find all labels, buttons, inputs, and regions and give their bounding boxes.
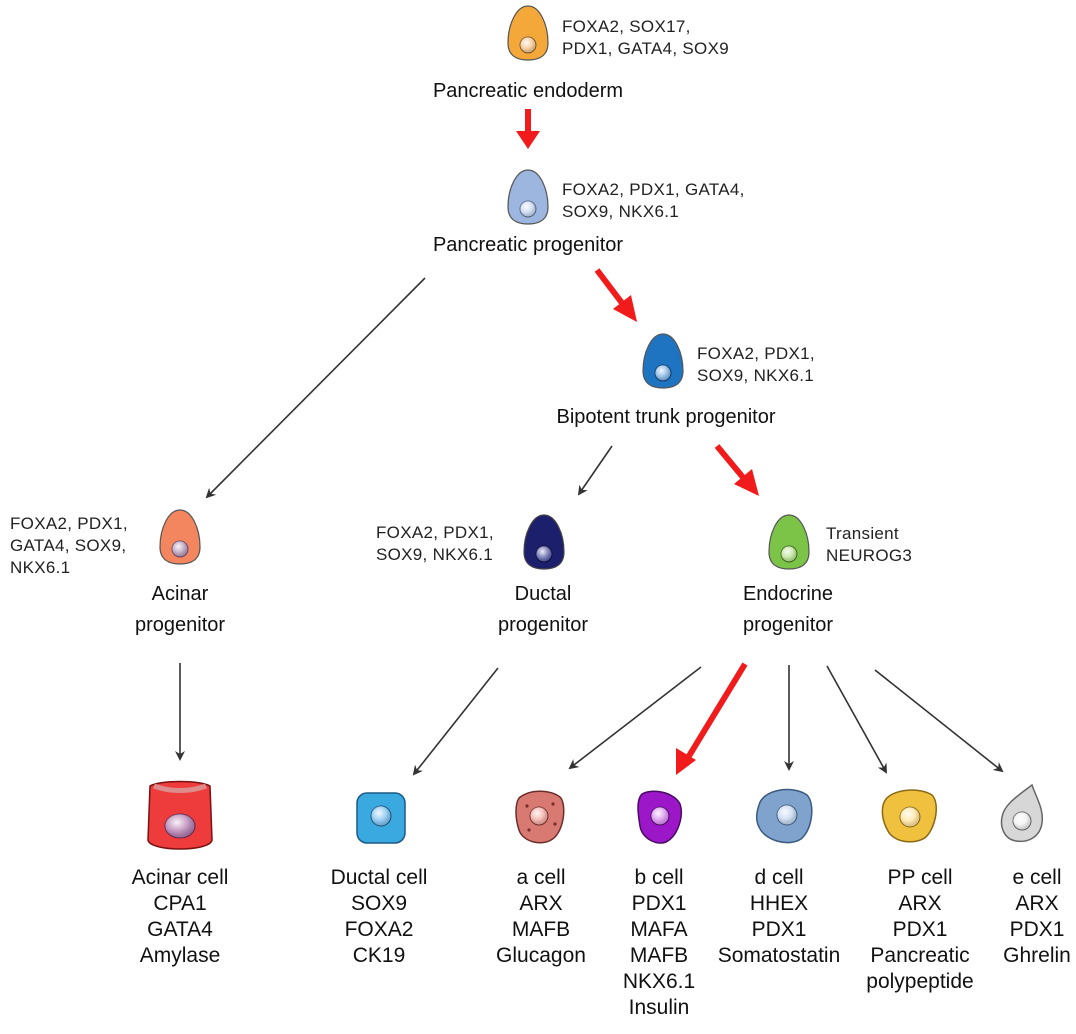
cell-marker: ARX bbox=[898, 892, 942, 915]
arrows bbox=[175, 109, 1004, 776]
arrow-bipotent-to-ductal bbox=[577, 445, 613, 496]
cell-marker: HHEX bbox=[749, 892, 809, 915]
pancreatic-progenitor-title: Pancreatic progenitor bbox=[432, 234, 624, 256]
cell-marker: FOXA2 bbox=[344, 918, 414, 941]
endocrine-progenitor-markers: Transient NEUROG3 bbox=[826, 524, 913, 565]
arrow-endocrine-to-epsilon bbox=[874, 669, 1004, 773]
cell-acinar-progenitor-icon bbox=[159, 509, 201, 565]
cell-marker: PDX1 bbox=[631, 892, 687, 915]
bipotent-markers: FOXA2, PDX1, SOX9, NKX6.1 bbox=[697, 344, 815, 385]
cell-marker: Glucagon bbox=[496, 944, 586, 967]
bipotent-title: Bipotent trunk progenitor bbox=[556, 406, 776, 428]
epsilon-cell-icon bbox=[1000, 783, 1044, 843]
ductal-cell-icon bbox=[356, 792, 406, 844]
pancreatic-progenitor-markers: FOXA2, PDX1, GATA4, SOX9, NKX6.1 bbox=[562, 180, 745, 221]
cell-ductal-progenitor-icon bbox=[523, 514, 565, 570]
red-arrow-progenitor-to-bipotent bbox=[594, 268, 637, 322]
acinar-progenitor-markers: FOXA2, PDX1, GATA4, SOX9, NKX6.1 bbox=[10, 514, 128, 577]
cell-name: Ductal cell bbox=[330, 866, 428, 889]
cell-marker: GATA4 bbox=[147, 918, 213, 941]
cell-name: Acinar cell bbox=[131, 866, 229, 889]
cell-endocrine-progenitor-icon bbox=[768, 514, 810, 570]
cell-marker: CK19 bbox=[352, 944, 406, 967]
cell-pancreatic-progenitor-icon bbox=[507, 169, 549, 225]
cell-endoderm-icon bbox=[507, 5, 549, 61]
cell-marker: Pancreatic bbox=[870, 944, 970, 967]
cell-marker: polypeptide bbox=[866, 970, 974, 993]
cell-marker: PDX1 bbox=[1009, 918, 1065, 941]
cell-marker: Amylase bbox=[139, 944, 221, 967]
alpha-cell-icon bbox=[515, 790, 565, 844]
endocrine-progenitor-title: Endocrine progenitor bbox=[742, 583, 834, 636]
cell-marker: SOX9 bbox=[350, 892, 408, 915]
cell-name: e cell bbox=[1012, 866, 1062, 889]
cell-name: b cell bbox=[634, 866, 684, 889]
cell-marker: NKX6.1 bbox=[622, 970, 696, 993]
cell-marker: PDX1 bbox=[892, 918, 948, 941]
acinar-cell-icon bbox=[147, 780, 213, 850]
beta-cell-icon bbox=[637, 790, 682, 844]
endoderm-markers: FOXA2, SOX17, PDX1, GATA4, SOX9 bbox=[562, 17, 729, 58]
cell-bipotent-icon bbox=[642, 333, 684, 389]
arrow-ductal-to-ductal-cell bbox=[412, 667, 499, 776]
arrow-endocrine-to-alpha bbox=[568, 666, 702, 770]
cell-name: a cell bbox=[516, 866, 566, 889]
ductal-progenitor-title: Ductal progenitor bbox=[497, 583, 589, 636]
arrow-endocrine-to-pp bbox=[826, 665, 887, 774]
acinar-progenitor-title: Acinar progenitor bbox=[134, 583, 226, 636]
cell-marker: MAFA bbox=[630, 918, 688, 941]
cell-marker: Ghrelin bbox=[1003, 944, 1071, 967]
cell-marker: PDX1 bbox=[751, 918, 807, 941]
cell-name: PP cell bbox=[887, 866, 953, 889]
cell-marker: MAFB bbox=[629, 944, 689, 967]
cell-marker: MAFB bbox=[511, 918, 571, 941]
red-arrow-bipotent-to-endocrine bbox=[714, 444, 759, 496]
endoderm-title: Pancreatic endoderm bbox=[432, 80, 624, 102]
cell-marker: CPA1 bbox=[153, 892, 207, 915]
cell-marker: ARX bbox=[1015, 892, 1059, 915]
red-arrow-endocrine-to-beta bbox=[676, 662, 748, 775]
cell-marker: ARX bbox=[519, 892, 563, 915]
cell-marker: Insulin bbox=[628, 996, 690, 1019]
cell-marker: Somatostatin bbox=[717, 944, 841, 967]
arrow-progenitor-to-acinar bbox=[205, 277, 426, 499]
cell-name: d cell bbox=[754, 866, 804, 889]
ductal-progenitor-markers: FOXA2, PDX1, SOX9, NKX6.1 bbox=[376, 523, 494, 564]
red-arrow-endoderm-to-progenitor bbox=[516, 109, 540, 149]
pp-cell-icon bbox=[881, 789, 938, 843]
delta-cell-icon bbox=[755, 788, 813, 844]
